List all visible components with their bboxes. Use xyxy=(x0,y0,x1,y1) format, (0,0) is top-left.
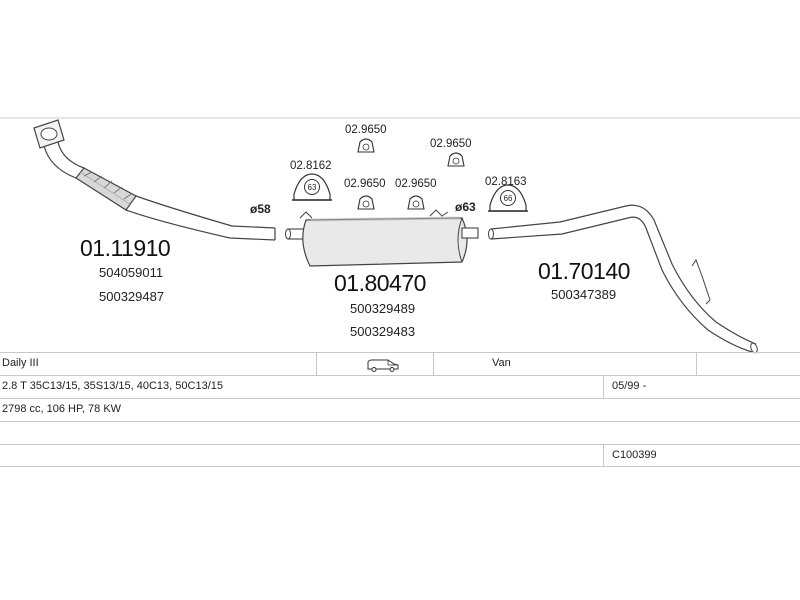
oem-number: 504059011 xyxy=(99,265,163,280)
oem-number: 500329487 xyxy=(99,289,164,304)
part-number-rear-pipe: 01.70140 xyxy=(538,258,630,284)
clamp-label-1: 02.9650 xyxy=(345,124,387,136)
clamp-label-2: 02.9650 xyxy=(430,138,472,150)
part-number-front-pipe: 01.11910 xyxy=(80,235,170,261)
clamp-badge-63: 63 xyxy=(308,183,317,192)
clamp-drawings xyxy=(292,138,528,212)
oem-number: 500329483 xyxy=(350,324,415,339)
clamp-label-3: 02.8162 xyxy=(290,160,332,172)
engine-spec: 2798 cc, 106 HP, 78 KW xyxy=(2,403,122,415)
clamp-label-4: 02.9650 xyxy=(344,178,386,190)
front-pipe-drawing xyxy=(33,119,276,241)
vehicle-model: Daily III xyxy=(2,357,39,369)
clamp-icon xyxy=(447,152,465,167)
band-clamp-icon xyxy=(292,173,332,201)
middle-silencer-drawing xyxy=(285,209,479,267)
production-years: 05/99 - xyxy=(612,380,647,392)
spec-row: 2798 cc, 106 HP, 78 KW xyxy=(0,398,800,421)
van-icon xyxy=(366,358,400,375)
body-type: Van xyxy=(492,357,511,369)
band-clamp-icon xyxy=(488,184,528,212)
oem-number: 500329489 xyxy=(350,301,415,316)
clamp-label-5: 02.9650 xyxy=(395,178,437,190)
rear-pipe-drawing xyxy=(488,204,758,354)
clamp-badge-66: 66 xyxy=(504,194,513,203)
spec-row: Daily III Van xyxy=(0,352,800,375)
vehicle-variants: 2.8 T 35C13/15, 35S13/15, 40C13, 50C13/1… xyxy=(2,380,223,392)
set-code: C100399 xyxy=(612,449,657,461)
spec-row xyxy=(0,421,800,444)
clamp-icon xyxy=(357,138,375,153)
oem-number: 500347389 xyxy=(551,287,616,302)
part-number-middle-silencer: 01.80470 xyxy=(334,270,426,296)
clamp-icon xyxy=(357,195,375,210)
spec-row: C100399 xyxy=(0,444,800,467)
spec-row: 2.8 T 35C13/15, 35S13/15, 40C13, 50C13/1… xyxy=(0,375,800,398)
diameter-label-63: ø63 xyxy=(455,200,476,214)
vehicle-spec-table: Daily III Van 2.8 T 35C13/15, 35S13/15, … xyxy=(0,352,800,467)
clamp-icon xyxy=(407,195,425,210)
diameter-label-58: ø58 xyxy=(250,202,271,216)
clamp-label-6: 02.8163 xyxy=(485,176,527,188)
